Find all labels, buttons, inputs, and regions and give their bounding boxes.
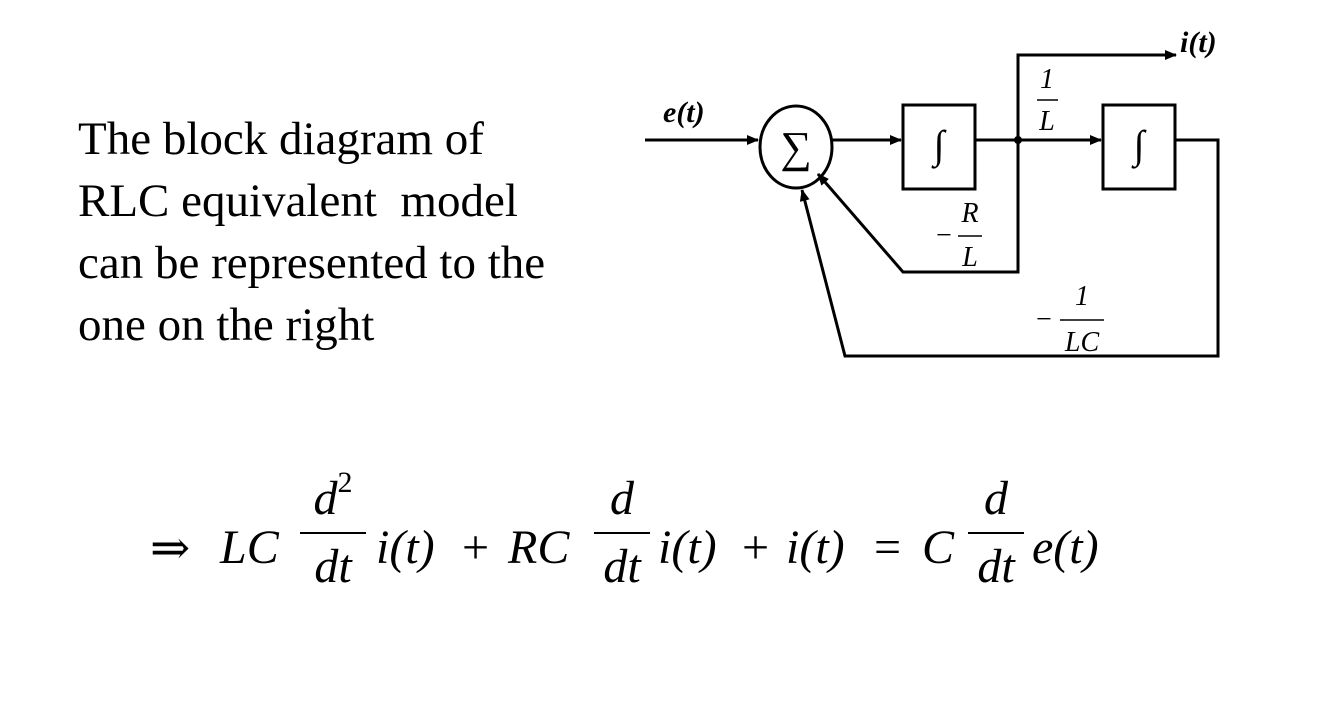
gain-r-over-l-den: L: [961, 242, 978, 273]
integrator-block-2: [1101, 103, 1177, 191]
derivative-denominator: dt: [603, 540, 641, 593]
c-coefficient: C: [922, 521, 955, 574]
description-line: can be represented to the: [78, 237, 546, 289]
integrator-symbol: ∫: [931, 122, 948, 169]
gain-r-over-l-sign: −: [936, 220, 952, 251]
derivative-denominator: dt: [314, 540, 352, 593]
differential-equation: ⇒ LC d2 dt i(t) + RC d dt i(t) + i(t) = …: [150, 468, 1250, 630]
gain-1-over-lc-num: 1: [1075, 281, 1089, 312]
derivative-denominator: dt: [977, 540, 1015, 593]
gain-1-over-l-num: 1: [1040, 64, 1054, 95]
rc-coefficient: RC: [508, 521, 570, 574]
gain-1-over-l-den: L: [1038, 106, 1055, 137]
feedback-1-over-lc-line: [799, 138, 1220, 358]
integrator-symbol: ∫: [1131, 122, 1148, 169]
sum-symbol: ∑: [780, 123, 811, 172]
voltage-term: e(t): [1032, 521, 1099, 574]
lc-coefficient: LC: [220, 521, 279, 574]
output-signal-line: [1016, 50, 1177, 140]
branch-point: [1014, 136, 1022, 144]
derivative-numerator: d: [610, 472, 634, 525]
derivative-numerator: d: [313, 472, 338, 525]
derivative-order: 2: [337, 466, 353, 499]
gain-1-over-lc-den: LC: [1064, 327, 1100, 358]
derivative-numerator: d: [984, 472, 1008, 525]
description-line: one on the right: [78, 299, 375, 351]
gain-1-over-lc-sign: −: [1036, 304, 1052, 335]
gain-r-over-l-num: R: [960, 198, 978, 229]
description-line: RLC equivalent model: [78, 175, 518, 227]
summing-junction: [758, 104, 834, 190]
feedback-r-over-l-line: [816, 140, 1020, 274]
implies-symbol: ⇒: [150, 522, 191, 575]
rhs-derivative-fraction: d dt: [968, 470, 1024, 596]
equals-sign: =: [874, 521, 902, 574]
description-text: The block diagram of RLC equivalent mode…: [78, 108, 545, 356]
current-term: i(t): [376, 521, 435, 574]
plus-sign: +: [462, 521, 490, 574]
integrator-block-1: [901, 103, 977, 191]
plus-sign: +: [742, 521, 770, 574]
current-term: i(t): [658, 521, 717, 574]
second-derivative-fraction: d2 dt: [300, 468, 366, 596]
output-label: i(t): [1180, 26, 1217, 59]
current-term: i(t): [786, 521, 845, 574]
first-derivative-fraction: d dt: [594, 470, 650, 596]
description-line: The block diagram of: [78, 113, 484, 165]
input-label: e(t): [663, 96, 705, 129]
